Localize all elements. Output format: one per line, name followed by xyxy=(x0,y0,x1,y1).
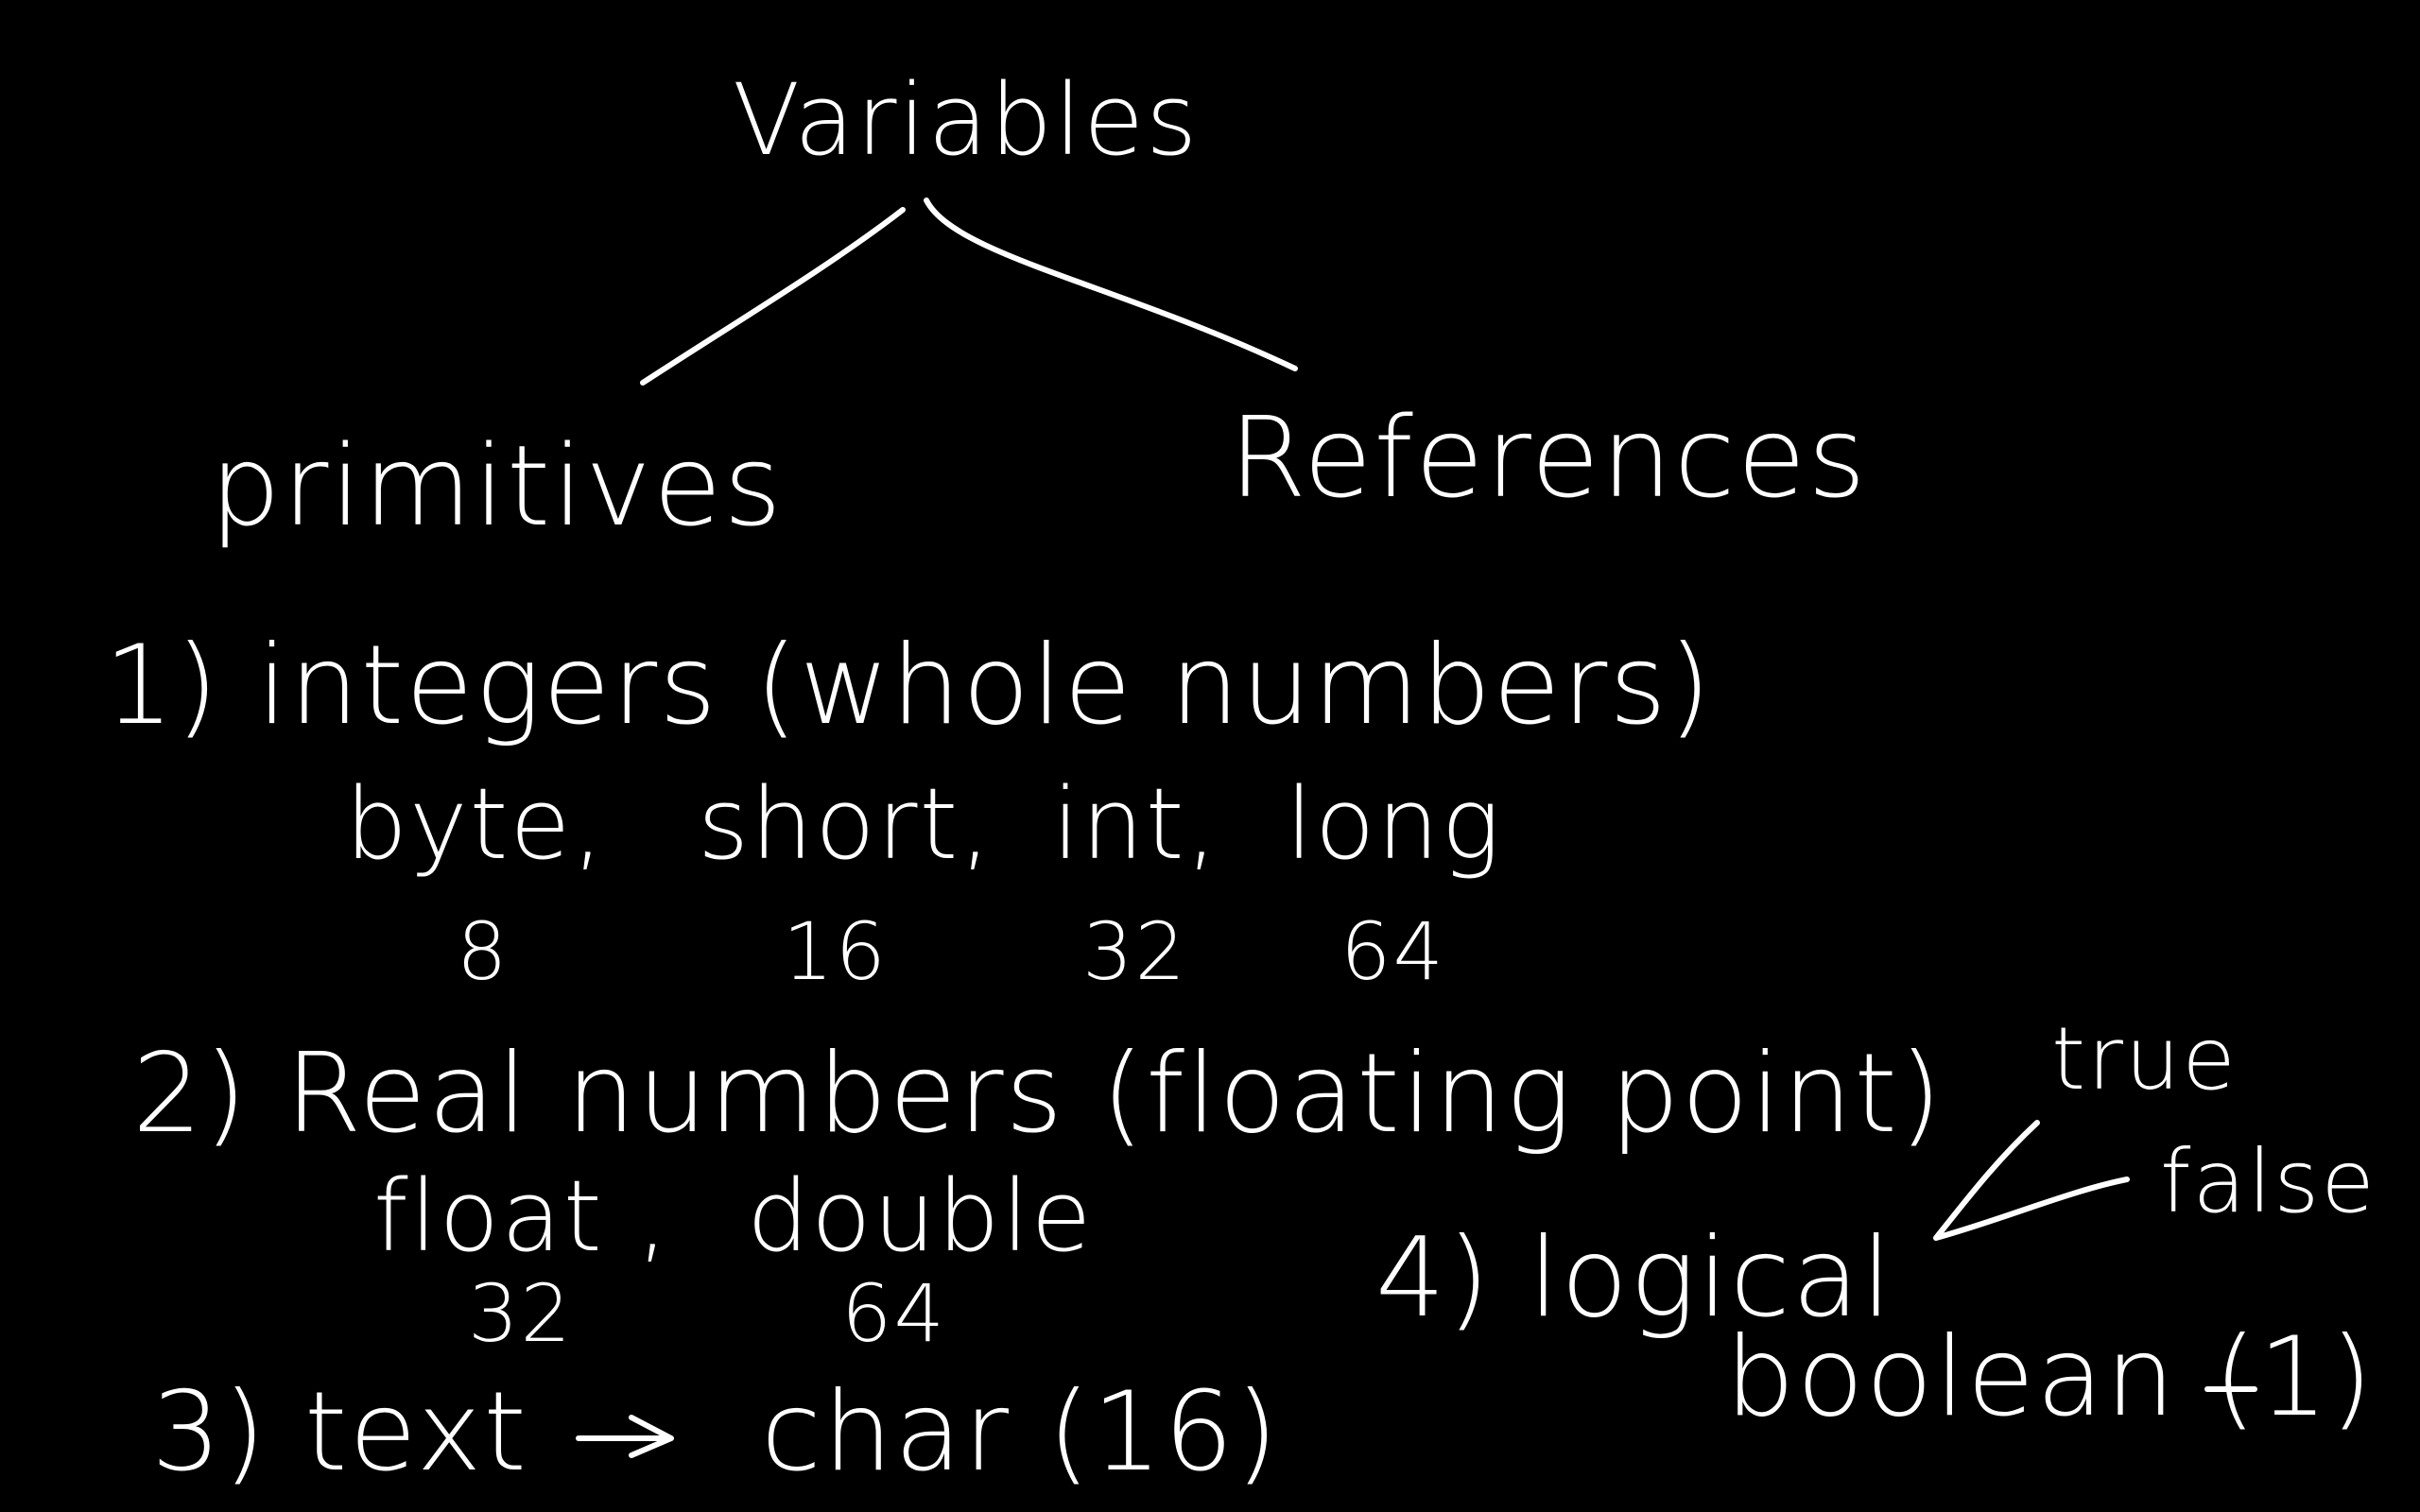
integer-bits-short: 16 xyxy=(783,905,888,998)
real-type-float: float , xyxy=(373,1159,670,1274)
branch-label-primitives: primitives xyxy=(210,421,784,551)
logical-fork-lines xyxy=(1933,1120,2130,1241)
text-type-char: char (16) xyxy=(761,1368,1281,1496)
text-heading: 3) text xyxy=(151,1368,528,1496)
integer-bits-byte: 8 xyxy=(457,905,510,998)
text-arrow-icon xyxy=(576,1415,674,1458)
branch-line-references xyxy=(924,198,1298,371)
logical-type-boolean: boolean (1) xyxy=(1725,1314,2375,1441)
integer-type-short: short, xyxy=(698,766,994,882)
integers-heading: 1) integers (whole numbers) xyxy=(104,622,1714,749)
real-numbers-heading: 2) Real numbers (floating point) xyxy=(132,1030,1945,1158)
integer-type-int: int, xyxy=(1052,766,1219,882)
real-type-double: double xyxy=(747,1159,1094,1274)
real-bits-double: 64 xyxy=(841,1267,946,1360)
branch-label-references: References xyxy=(1229,392,1868,523)
integer-bits-int: 32 xyxy=(1082,905,1187,998)
branch-line-primitives xyxy=(640,207,906,386)
logical-value-false: false xyxy=(2160,1131,2377,1232)
logical-value-true: true xyxy=(2051,1008,2238,1109)
integer-type-long: long xyxy=(1286,766,1502,882)
real-bits-float: 32 xyxy=(468,1267,573,1360)
integer-bits-long: 64 xyxy=(1340,905,1445,998)
integer-type-byte: byte, xyxy=(345,766,606,882)
root-label-variables: Variables xyxy=(733,62,1200,178)
logical-heading: 4) logical xyxy=(1375,1214,1894,1342)
